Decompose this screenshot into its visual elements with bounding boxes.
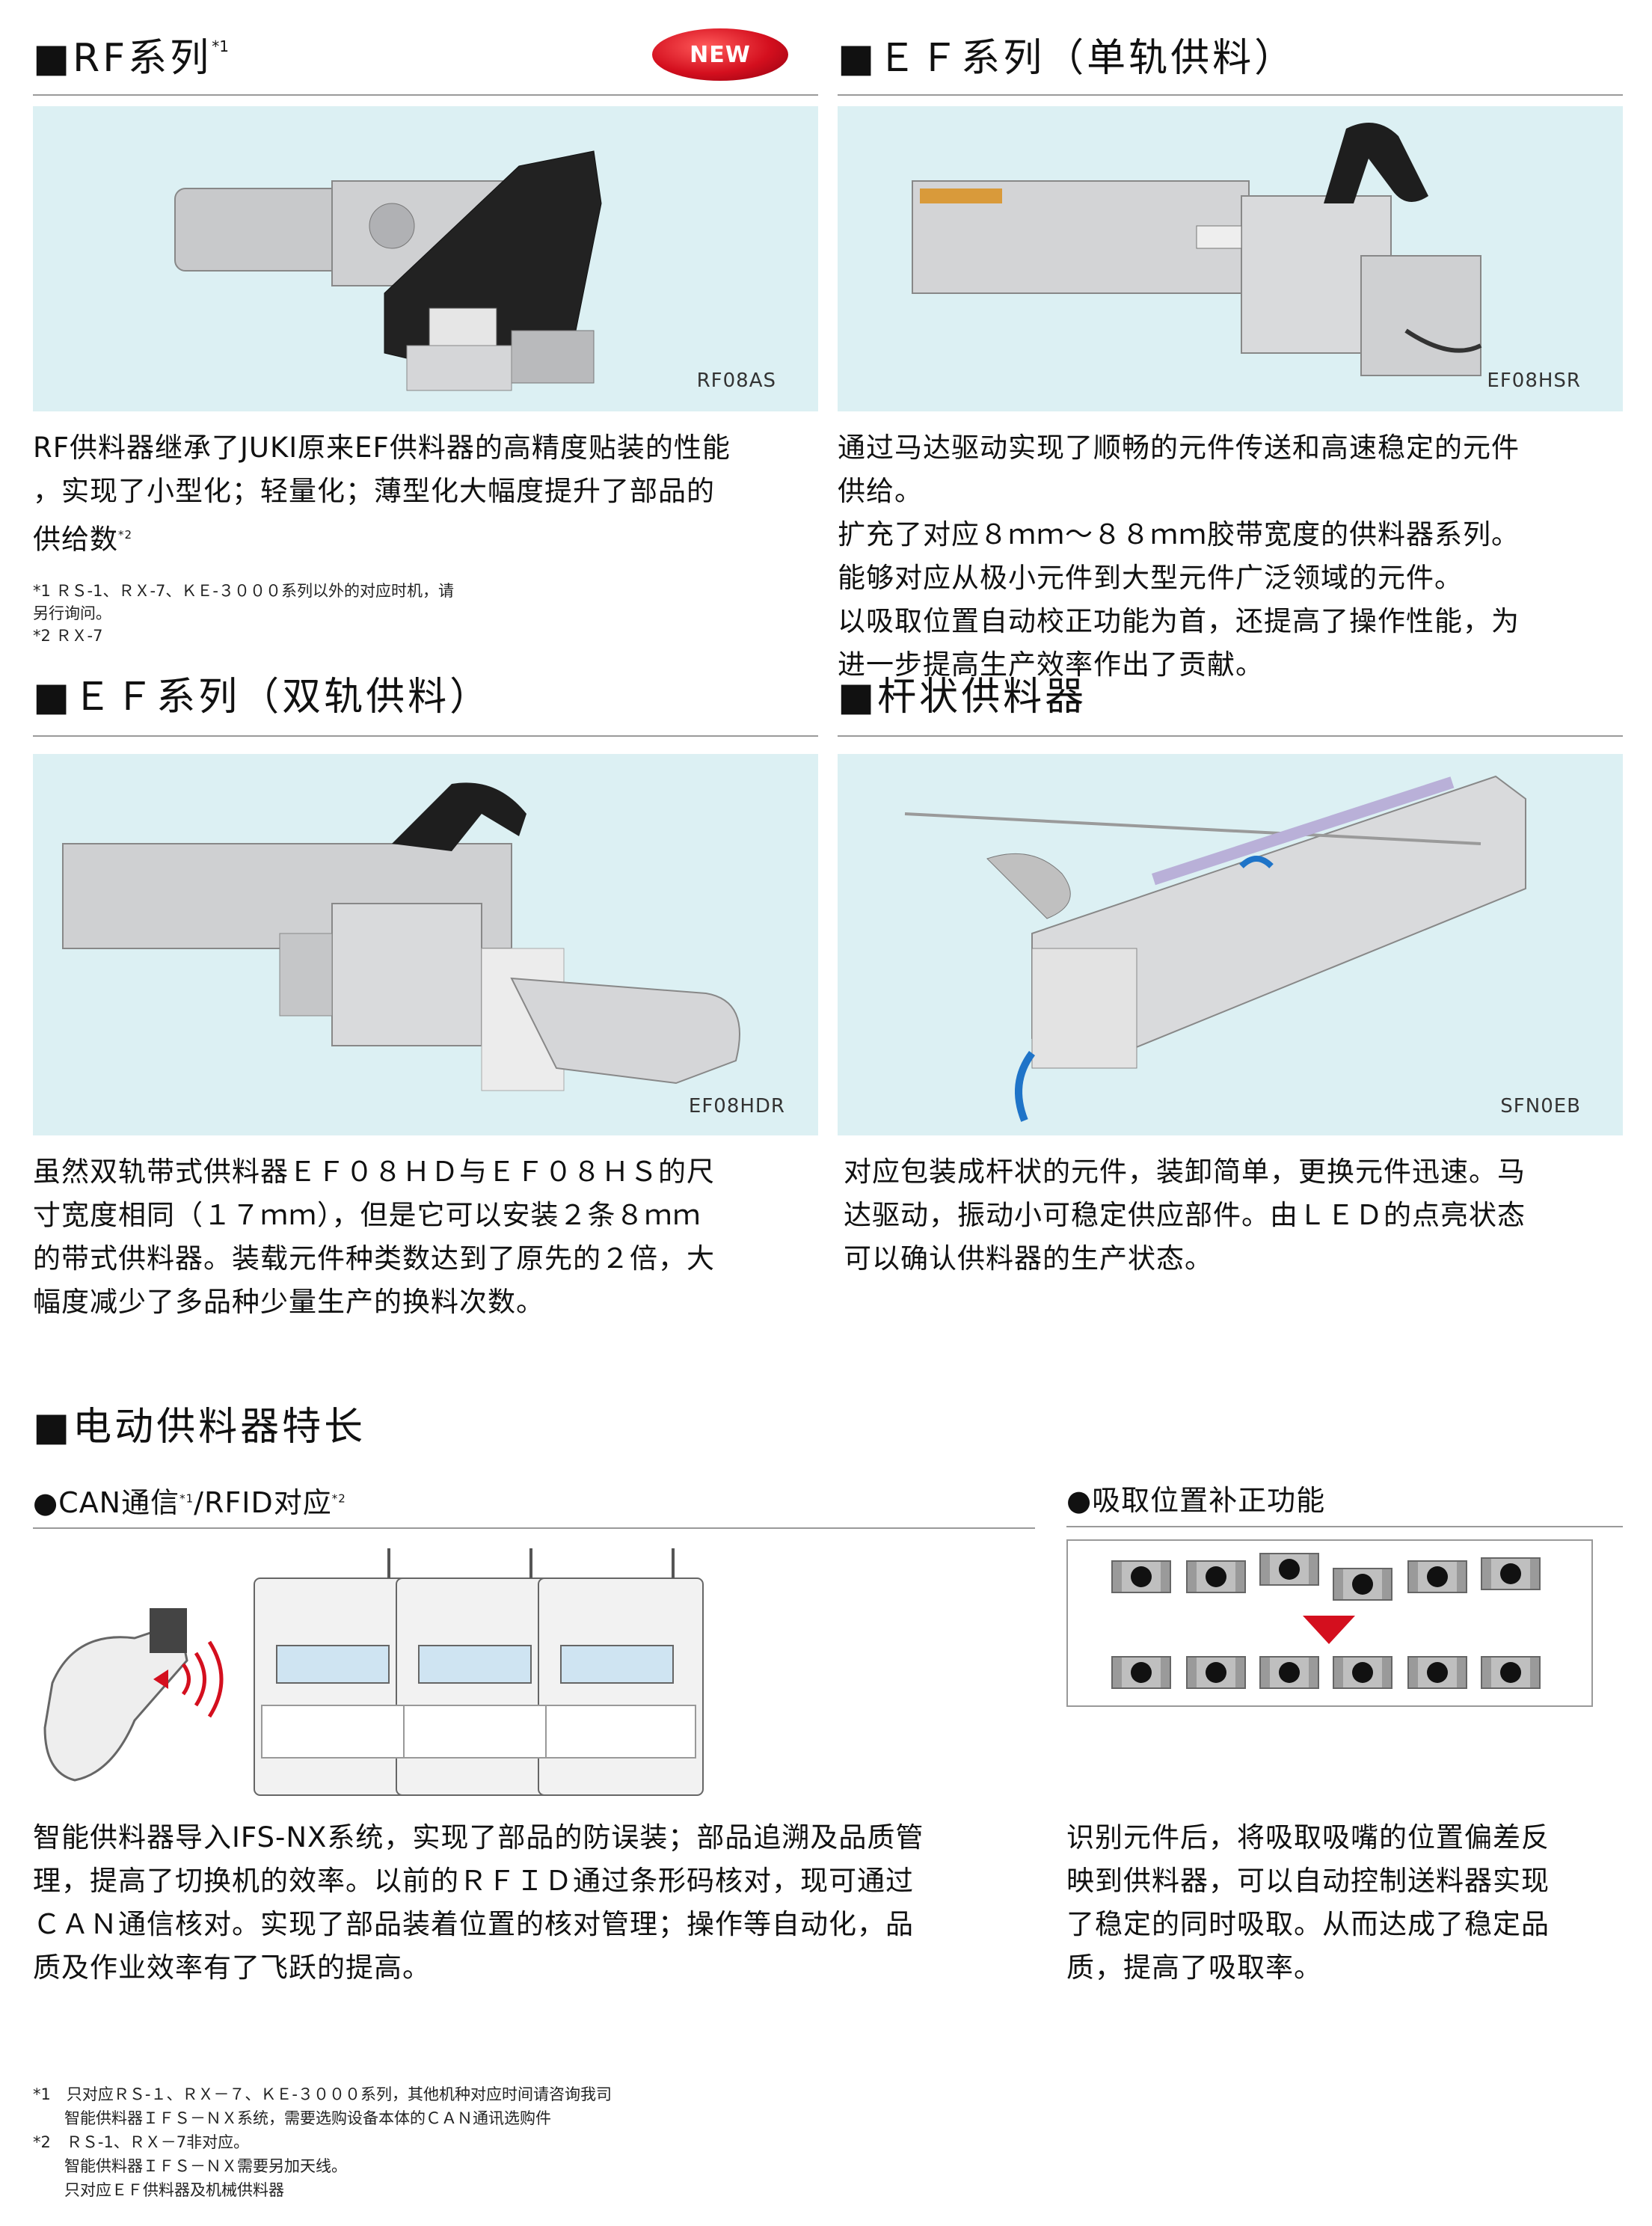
ef-single-model-label: EF08HSR	[1487, 370, 1581, 392]
footnote-marker: *1	[212, 37, 229, 55]
features-section-title: ■电动供料器特长	[33, 1405, 366, 1450]
square-bullet-icon: ■	[838, 36, 878, 81]
chip-icon	[1407, 1560, 1467, 1593]
divider	[33, 94, 818, 96]
ef-dual-section-title: ■ＥＦ系列（双轨供料）	[33, 675, 492, 720]
rf-description: RF供料器继承了JUKI原来EF供料器的高精度贴装的性能 ，实现了小型化；轻量化…	[33, 432, 731, 556]
ef-dual-description: 虽然双轨带式供料器ＥＦ０８ＨＤ与ＥＦ０８ＨＳ的尺 寸宽度相同（１７ｍｍ），但是它…	[33, 1156, 715, 1318]
rf-notes: *1 ＲＳ-1、ＲＸ-7、ＫＥ-３０００系列以外的对应时机，请 另行询问。 *2…	[33, 582, 454, 645]
chip-icon	[1481, 1656, 1541, 1689]
square-bullet-icon: ■	[33, 1405, 73, 1450]
chip-icon	[1186, 1656, 1246, 1689]
stick-feeder-photo: SFN0EB	[838, 754, 1623, 1135]
chip-icon	[1333, 1568, 1392, 1601]
down-arrow-icon	[1303, 1616, 1355, 1644]
square-bullet-icon: ■	[33, 36, 73, 81]
chip-icon	[1333, 1656, 1392, 1689]
feeder-icon	[43, 1608, 188, 1782]
chip-icon	[1111, 1656, 1171, 1689]
suction-subtitle: ●吸取位置补正功能	[1066, 1484, 1326, 1517]
ef-dual-feeder-photo: EF08HDR	[33, 754, 818, 1135]
chip-icon	[1407, 1656, 1467, 1689]
chip-icon	[1111, 1560, 1171, 1593]
ef-dual-model-label: EF08HDR	[688, 1095, 785, 1117]
new-badge: NEW	[652, 28, 788, 81]
divider	[33, 1527, 1035, 1529]
ef-single-feeder-illustration	[912, 123, 1482, 376]
footnotes: *1 只对应ＲＳ-１、ＲＸ－７、ＫＥ-３０００系列，其他机种对应时间请咨询我司 …	[33, 2085, 612, 2199]
square-bullet-icon: ■	[838, 675, 878, 720]
ef-dual-feeder-illustration	[62, 782, 740, 1091]
radio-wave-icon	[153, 1640, 224, 1718]
suction-diagram	[1066, 1539, 1593, 1707]
stick-description: 对应包装成杆状的元件，装卸简单，更换元件迅速。马 达驱动，振动小可稳定供应部件。…	[844, 1156, 1526, 1275]
divider	[838, 735, 1623, 737]
ef-single-section-title: ■ＥＦ系列（单轨供料）	[838, 36, 1297, 81]
ef-single-feeder-photo: EF08HSR	[838, 106, 1623, 411]
stick-model-label: SFN0EB	[1500, 1095, 1581, 1117]
rf-feeder-illustration	[174, 150, 602, 391]
rf-model-label: RF08AS	[696, 370, 776, 392]
stick-section-title: ■杆状供料器	[838, 675, 1087, 720]
suction-description: 识别元件后，将吸取吸嘴的位置偏差反 映到供料器，可以自动控制送料器实现 了稳定的…	[1066, 1821, 1550, 1984]
machine-line-illustration	[30, 1533, 703, 1818]
divider	[33, 735, 818, 737]
stick-feeder-illustration	[904, 775, 1526, 1122]
rf-feeder-photo: RF08AS	[33, 106, 818, 411]
chip-icon	[1186, 1560, 1246, 1593]
mounter-machines-illustration	[247, 1533, 995, 1818]
can-rfid-subtitle: ●CAN通信*1/RFID对应*2	[33, 1486, 346, 1519]
divider	[838, 94, 1623, 96]
chip-icon	[1481, 1557, 1541, 1590]
chip-icon	[1259, 1553, 1319, 1586]
rf-section-title: ■RF系列*1	[33, 36, 229, 81]
chip-icon	[1259, 1656, 1319, 1689]
divider	[1066, 1526, 1623, 1527]
square-bullet-icon: ■	[33, 675, 73, 720]
can-description: 智能供料器导入IFS-NX系统，实现了部品的防误装；部品追溯及品质管 理，提高了…	[33, 1821, 924, 1984]
ef-single-description: 通过马达驱动实现了顺畅的元件传送和高速稳定的元件 供给。 扩充了对应８ｍｍ～８８…	[838, 432, 1520, 681]
